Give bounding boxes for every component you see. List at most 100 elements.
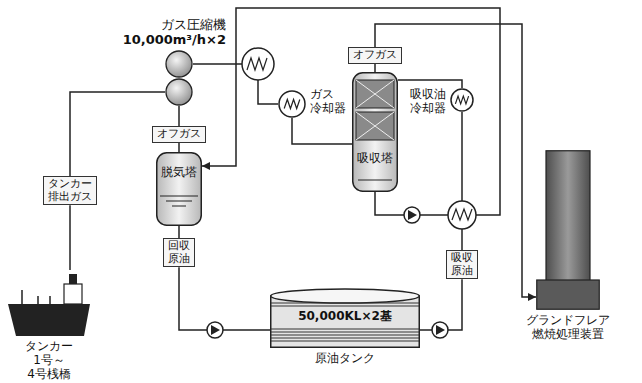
tank-band — [271, 334, 419, 335]
ship-hull — [8, 304, 90, 336]
label-holder: 吸収油 冷却器 — [410, 88, 446, 116]
offgas-tag: オフガス — [348, 47, 402, 64]
gas-compressor: ガス圧縮機10,000m³/h×2 — [165, 50, 193, 106]
equipment-label: ガス圧縮機 — [123, 18, 226, 33]
tank-band — [271, 302, 419, 303]
equipment-label: 脱気塔 — [156, 166, 202, 180]
absorption-tower: 吸収塔 — [352, 72, 398, 192]
crude-oil-tank: 50,000KL×2基原油タンク — [270, 288, 420, 348]
equipment-label: オフガス — [353, 49, 397, 62]
heat-exchanger — [242, 48, 274, 80]
liquid-level — [160, 196, 198, 206]
cooler-body — [451, 89, 473, 111]
pump-triangle — [408, 210, 417, 220]
pipe-line — [398, 80, 462, 88]
equipment-note: 10,000m³/h×2 — [123, 33, 226, 48]
ground-flare: グランドフレア 燃焼処理装置 — [536, 150, 600, 310]
tank-band — [271, 331, 419, 332]
heat-exchanger-body — [242, 48, 274, 80]
pump-symbol — [404, 207, 420, 223]
packed-bed — [356, 112, 394, 140]
tanker-ship: タンカー 1号～4号桟橋 — [8, 270, 90, 336]
gas-cooler: ガス 冷却器 — [278, 90, 306, 118]
equipment-label: タンカー 1号～4号桟橋 — [25, 340, 73, 381]
cooler-coil — [455, 96, 468, 104]
pipe-line — [374, 64, 376, 72]
pipe-line — [178, 143, 180, 152]
equipment-note: 原油タンク — [250, 352, 440, 366]
label-holder: 脱気塔 — [156, 166, 202, 180]
pipe-line — [202, 8, 500, 215]
pipe-line — [179, 267, 270, 330]
pipe-line — [69, 205, 71, 270]
gas-compressor-shape — [165, 50, 193, 106]
tower-shell — [157, 153, 202, 226]
cooler-coil — [284, 99, 300, 108]
compressor-wheel — [166, 79, 192, 105]
oil-cooler-shape — [450, 88, 474, 112]
tanker-ship-shape — [8, 270, 90, 336]
liquid-level — [358, 179, 392, 180]
pipe-line — [178, 106, 180, 126]
offgas-tag: オフガス — [152, 126, 206, 143]
ship-funnel — [69, 274, 77, 284]
label-holder: ガス 冷却器 — [310, 88, 346, 116]
pipe-line — [70, 92, 165, 176]
pump-symbol — [432, 322, 448, 338]
equipment-label: 50,000KL×2基 — [270, 310, 420, 324]
equipment-label: ガス 冷却器 — [310, 88, 346, 116]
heat-exchanger-coil — [452, 209, 472, 220]
tank-roof — [271, 289, 420, 303]
pump-body — [207, 322, 223, 338]
stream-tag: タンカー 排出ガス — [43, 176, 97, 205]
pipe-line — [375, 24, 536, 297]
flare-stack — [546, 151, 590, 281]
flare-base — [537, 280, 600, 309]
equipment-label: 吸収油 冷却器 — [410, 88, 446, 116]
degassing-tower: 脱気塔 — [156, 152, 202, 226]
label-holder: 50,000KL×2基 — [270, 310, 420, 324]
pipe-line — [178, 226, 180, 238]
equipment-label: グランドフレア 燃焼処理装置 — [526, 314, 610, 342]
pipe-line — [292, 118, 352, 144]
packed-bed — [356, 80, 394, 108]
heat-exchanger-coil — [247, 58, 267, 70]
gas-cooler-shape — [278, 90, 306, 118]
equipment-label: タンカー 排出ガス — [48, 178, 92, 203]
ship-bridge — [64, 284, 82, 304]
pump-triangle — [211, 325, 220, 335]
equipment-label: 吸収塔 — [352, 152, 398, 166]
pump-body — [432, 322, 448, 338]
heat-exchanger — [448, 201, 476, 229]
label-holder: 吸収塔 — [352, 152, 398, 166]
packed-bed-cross — [356, 112, 394, 140]
tank-band — [271, 337, 419, 338]
packed-bed-cross — [356, 80, 394, 108]
heat-exchanger-body — [448, 201, 476, 229]
equipment-label: 吸収 原油 — [451, 252, 473, 277]
oil-cooler: 吸収油 冷却器 — [450, 88, 474, 112]
pump-body — [404, 207, 420, 223]
tank-band — [271, 305, 419, 306]
tank-band — [271, 328, 419, 329]
pump-symbol — [207, 322, 223, 338]
equipment-label: オフガス — [157, 128, 201, 141]
label-holder: タンカー 1号～4号桟橋 — [0, 340, 100, 381]
label-holder: 原油タンク — [250, 352, 440, 366]
degassing-tower-shape — [156, 152, 202, 226]
stream-tag: 吸収 原油 — [446, 250, 478, 279]
pump-triangle — [436, 325, 445, 335]
tower-shell — [353, 73, 398, 192]
ship-mast — [22, 290, 50, 304]
equipment-label: 回収 原油 — [168, 240, 190, 265]
label-holder: ガス圧縮機10,000m³/h×2 — [123, 18, 226, 48]
cooler-body — [279, 91, 305, 117]
label-holder: グランドフレア 燃焼処理装置 — [506, 314, 630, 342]
absorption-tower-shape — [352, 72, 398, 192]
ground-flare-shape — [536, 150, 600, 310]
stream-tag: 回収 原油 — [163, 238, 195, 267]
compressor-wheel — [166, 51, 192, 77]
tank-band — [271, 340, 419, 341]
